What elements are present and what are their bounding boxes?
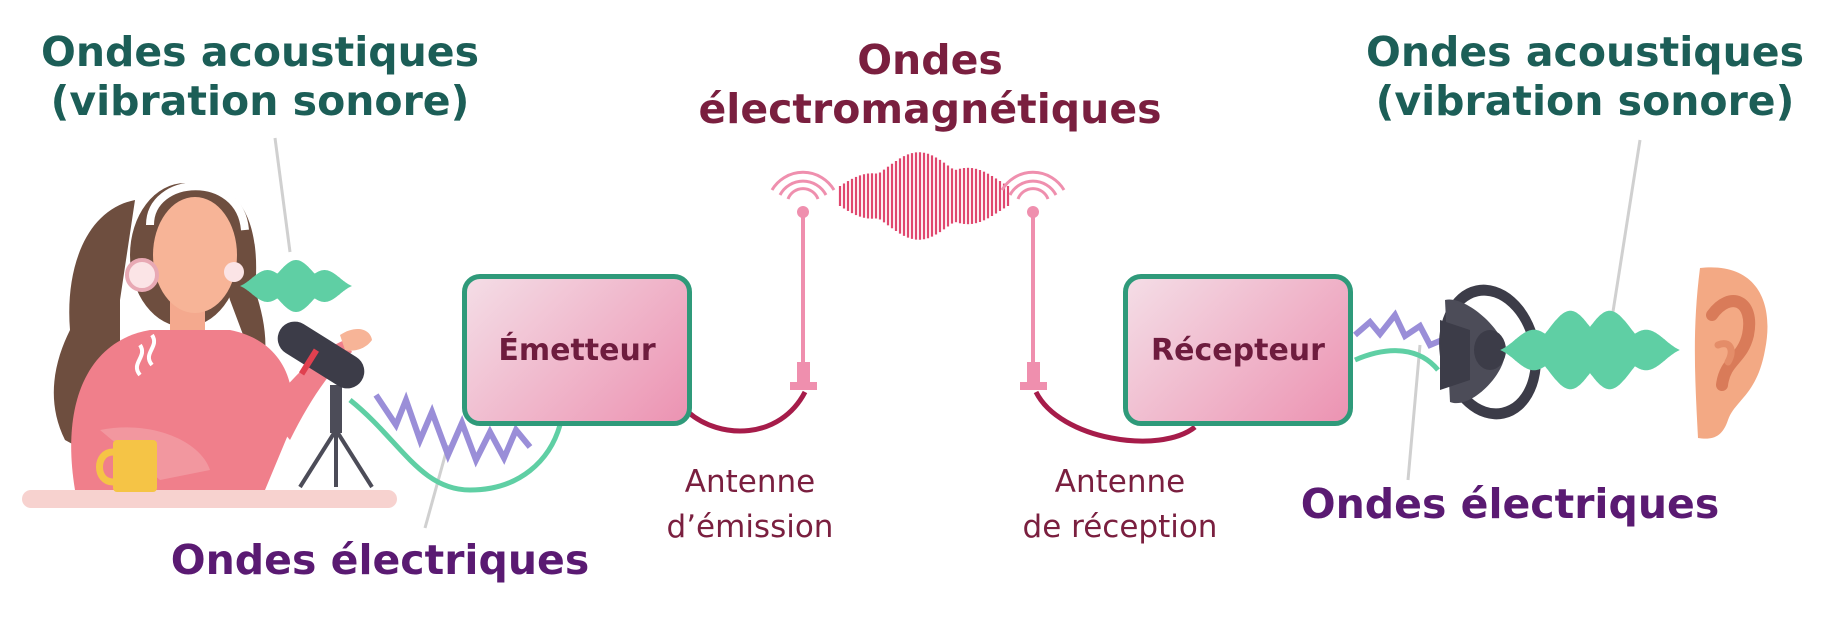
acoustic-wave-right <box>1500 310 1680 390</box>
electric-cable-right <box>1354 348 1440 372</box>
table-surface <box>22 490 397 508</box>
acoustic-right-line2: (vibration sonore) <box>1375 77 1795 126</box>
receiver-box: Récepteur <box>1123 274 1353 426</box>
pointer-line-left-acoustic <box>273 137 292 253</box>
pointer-line-right-acoustic <box>1610 139 1642 319</box>
em-line1: Ondes <box>857 36 1003 84</box>
receiver-label: Récepteur <box>1151 332 1325 368</box>
reception-antenna-icon <box>1000 170 1066 390</box>
emitter-antenna-wire <box>686 390 808 434</box>
emitter-label: Émetteur <box>498 332 656 368</box>
pointer-line-right-electric <box>1406 344 1422 481</box>
emission-antenna-line1: Antenne <box>684 464 816 500</box>
acoustic-waves-right-heading: Ondes acoustiques (vibration sonore) <box>1355 28 1815 126</box>
emission-antenna-icon <box>770 170 836 390</box>
emission-antenna-caption: Antenne d’émission <box>655 460 845 550</box>
electromagnetic-wave <box>838 152 1010 240</box>
reception-antenna-line2: de réception <box>1022 508 1218 545</box>
electric-waves-left-label: Ondes électriques <box>170 536 590 584</box>
speaker-icon <box>1439 284 1541 420</box>
reception-antenna-line1: Antenne <box>1054 464 1186 500</box>
electric-waves-right-label: Ondes électriques <box>1300 480 1720 528</box>
pointer-line-left-electric <box>423 444 450 529</box>
microphone-icon <box>277 321 374 489</box>
emitter-box: Émetteur <box>462 274 692 426</box>
electric-zigzag-right <box>1353 309 1444 349</box>
ear-icon <box>1694 267 1768 439</box>
electric-zigzag-left <box>373 391 533 468</box>
electric-cable-left <box>348 398 563 493</box>
em-line2: électromagnétiques <box>698 85 1162 134</box>
acoustic-waves-left-heading: Ondes acoustiques (vibration sonore) <box>30 28 490 126</box>
acoustic-right-line1: Ondes acoustiques <box>1365 28 1804 76</box>
electromagnetic-waves-heading: Ondes électromagnétiques <box>650 36 1210 134</box>
emission-antenna-line2: d’émission <box>666 508 834 545</box>
antenna-receiver-wire <box>1033 390 1197 444</box>
reception-antenna-caption: Antenne de réception <box>1010 460 1230 550</box>
acoustic-left-line2: (vibration sonore) <box>50 77 470 126</box>
acoustic-left-line1: Ondes acoustiques <box>40 28 479 76</box>
podcaster-illustration <box>53 182 372 492</box>
acoustic-wave-left <box>240 260 352 312</box>
